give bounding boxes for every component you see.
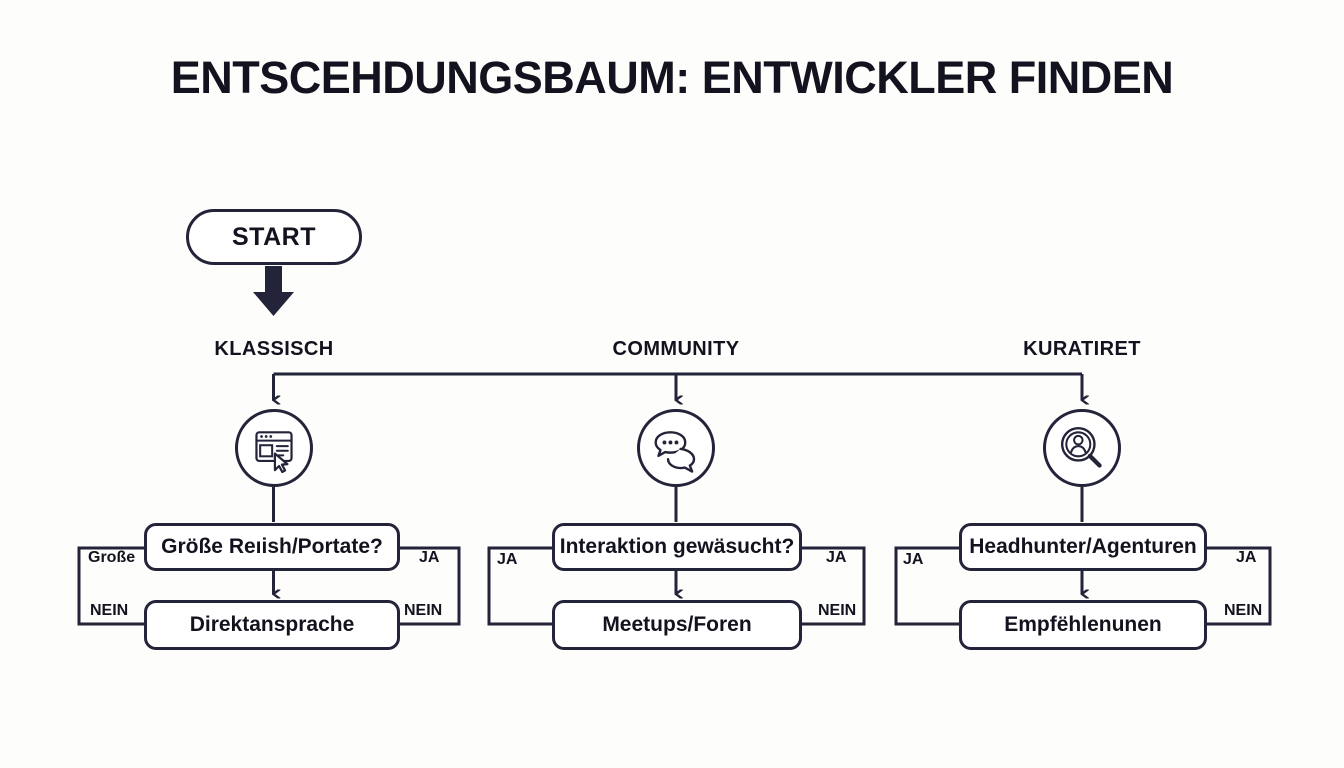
- edge-label-klassisch-left-top: Große: [88, 549, 136, 566]
- question-node-kuratiret[interactable]: Headhunter/Agenturen: [959, 523, 1207, 571]
- start-arrow: [253, 266, 294, 316]
- edge-label-community-left-top: JA: [497, 551, 518, 568]
- edge-label-klassisch-right-top: JA: [419, 549, 440, 566]
- outcome-node-community[interactable]: Meetups/Foren: [552, 600, 802, 650]
- person-magnifier-icon: [1043, 409, 1121, 487]
- browser-window-cursor-icon: [235, 409, 313, 487]
- branch-bus: [272, 372, 1083, 400]
- question-to-outcome-arrows: [272, 571, 1083, 594]
- edge-label-community-right-top: JA: [826, 549, 847, 566]
- column-header-community: COMMUNITY: [612, 338, 740, 360]
- edge-label-kuratiret-right-top: JA: [1236, 549, 1257, 566]
- edge-label-klassisch-left-bottom: NEIN: [90, 602, 129, 619]
- edge-label-klassisch-right-bottom: NEIN: [404, 602, 443, 619]
- question-node-klassisch[interactable]: Größe Reıish/Portate?: [144, 523, 400, 571]
- speech-bubbles-icon: [637, 409, 715, 487]
- outcome-node-klassisch[interactable]: Direktansprache: [144, 600, 400, 650]
- column-header-klassisch: KLASSISCH: [214, 338, 334, 360]
- edge-label-kuratiret-right-bottom: NEIN: [1224, 602, 1263, 619]
- column-header-kuratiret: KURATIRET: [1023, 338, 1141, 360]
- outcome-node-kuratiret[interactable]: Empfëhlenunen: [959, 600, 1207, 650]
- page-title: ENTSCEHDUNGSBAUM: ENTWICKLER FINDEN: [170, 52, 1174, 103]
- icon-to-question-connectors: [272, 487, 1084, 522]
- question-node-community[interactable]: Interaktion gewäsucht?: [552, 523, 802, 571]
- edge-label-kuratiret-left-top: JA: [903, 551, 924, 568]
- start-node[interactable]: START: [186, 209, 362, 265]
- edge-label-community-right-bottom: NEIN: [818, 602, 857, 619]
